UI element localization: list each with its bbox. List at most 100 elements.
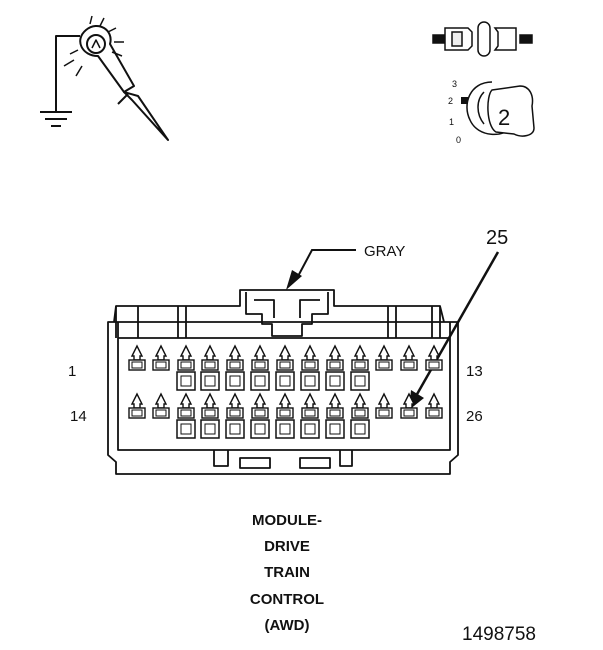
connector-cavities: [128, 344, 443, 439]
cavity-row1-lock-7-inner: [279, 375, 291, 387]
cavity-row1-lock-6: [250, 371, 270, 391]
cavity-row2-26-box: [425, 407, 443, 419]
cavity-row2-24-box: [375, 407, 393, 419]
cavity-row1-8-tip: [303, 344, 317, 361]
cavity-row1-4-tip: [203, 344, 217, 361]
cavity-row2-21-inner: [304, 409, 316, 417]
key-position-label: 2: [498, 105, 510, 130]
cavity-row1-12-inner: [403, 361, 415, 369]
cavity-row2-15-box: [152, 407, 170, 419]
caption-line-3: TRAIN: [264, 564, 310, 581]
cavity-row1-2-tip: [154, 344, 168, 361]
cavity-row2-lock-18: [225, 419, 245, 439]
cavity-row1-7-box: [276, 359, 294, 371]
cavity-row2-lock-22: [325, 419, 345, 439]
cavity-row2-19-inner: [254, 409, 266, 417]
cavity-row1-12-box: [400, 359, 418, 371]
cavity-row2-24-inner: [378, 409, 390, 417]
cavity-row2-25-box: [400, 407, 418, 419]
cavity-row1-3-tip: [179, 344, 193, 361]
cavity-row2-lock-19: [250, 419, 270, 439]
cavity-row1-8-inner: [304, 361, 316, 369]
connector-color-label: GRAY: [364, 243, 405, 260]
cavity-row2-lock-19-inner: [254, 423, 266, 435]
cavity-row1-lock-7: [275, 371, 295, 391]
cavity-row2-20-inner: [279, 409, 291, 417]
ignition-key-icon: 3 2 1 0 2: [448, 79, 535, 145]
cavity-row2-lock-16-inner: [180, 423, 192, 435]
figure-number: 1498758: [462, 624, 536, 645]
cavity-row2-17-tip: [203, 392, 217, 409]
cavity-row1-2-inner: [155, 361, 167, 369]
cavity-row1-lock-9: [325, 371, 345, 391]
cavity-row1-7-inner: [279, 361, 291, 369]
pin-label-26: 26: [466, 408, 483, 425]
cavity-row1-lock-5-inner: [229, 375, 241, 387]
key-scale-3: 3: [452, 79, 457, 89]
cavity-row2-14-tip: [130, 392, 144, 409]
cavity-row1-5-box: [226, 359, 244, 371]
cavity-row1-9-inner: [329, 361, 341, 369]
pin-label-14: 14: [70, 408, 87, 425]
cavity-row1-lock-10-inner: [354, 375, 366, 387]
cavity-row2-14-box: [128, 407, 146, 419]
cavity-row1-1-inner: [131, 361, 143, 369]
cavity-row2-lock-23: [350, 419, 370, 439]
cavity-row2-17-box: [201, 407, 219, 419]
cavity-row2-25-inner: [403, 409, 415, 417]
cavity-row2-19-box: [251, 407, 269, 419]
cavity-row1-13-inner: [428, 361, 440, 369]
cavity-row1-7-tip: [278, 344, 292, 361]
cavity-row1-lock-4: [200, 371, 220, 391]
connector-housing: [107, 289, 459, 475]
cavity-row2-lock-20-inner: [279, 423, 291, 435]
cavity-row2-25-tip: [402, 392, 416, 409]
cavity-row2-24-tip: [377, 392, 391, 409]
cavity-row2-21-box: [301, 407, 319, 419]
cavity-row1-lock-4-inner: [204, 375, 216, 387]
cavity-row1-12-tip: [402, 344, 416, 361]
key-scale-1: 1: [449, 117, 454, 127]
cavity-row2-19-tip: [253, 392, 267, 409]
cavity-row2-26-inner: [428, 409, 440, 417]
cavity-row2-21-tip: [303, 392, 317, 409]
caption-line-4: CONTROL: [250, 591, 324, 608]
cavity-row1-lock-8-inner: [304, 375, 316, 387]
cavity-row1-11-tip: [377, 344, 391, 361]
cavity-row2-lock-16: [176, 419, 196, 439]
cavity-row2-18-tip: [228, 392, 242, 409]
cavity-row1-1-tip: [130, 344, 144, 361]
cavity-row2-22-tip: [328, 392, 342, 409]
disconnected-connector-icon: [432, 21, 533, 57]
cavity-row2-15-inner: [155, 409, 167, 417]
cavity-row1-10-box: [351, 359, 369, 371]
cavity-row2-20-tip: [278, 392, 292, 409]
cavity-row1-lock-10: [350, 371, 370, 391]
cavity-row2-16-box: [177, 407, 195, 419]
cavity-row1-8-box: [301, 359, 319, 371]
cavity-row2-22-inner: [329, 409, 341, 417]
cavity-row1-lock-3: [176, 371, 196, 391]
cavity-row1-11-inner: [378, 361, 390, 369]
pin-label-1: 1: [68, 363, 76, 380]
cavity-row1-10-inner: [354, 361, 366, 369]
cavity-row2-lock-21: [300, 419, 320, 439]
cavity-row1-9-tip: [328, 344, 342, 361]
cavity-row1-lock-8: [300, 371, 320, 391]
test-light-probe-icon: [40, 15, 169, 141]
caption-line-5: (AWD): [265, 617, 310, 634]
cavity-row1-1-box: [128, 359, 146, 371]
caption-line-2: DRIVE: [264, 538, 310, 555]
cavity-row2-20-box: [276, 407, 294, 419]
pin-callout: 25: [409, 227, 508, 410]
cavity-row1-6-tip: [253, 344, 267, 361]
cavity-row2-26-tip: [427, 392, 441, 409]
cavity-row2-16-tip: [179, 392, 193, 409]
cavity-row1-2-box: [152, 359, 170, 371]
cavity-row2-18-box: [226, 407, 244, 419]
cavity-row2-16-inner: [180, 409, 192, 417]
cavity-row1-4-box: [201, 359, 219, 371]
cavity-row1-11-box: [375, 359, 393, 371]
cavity-row2-lock-21-inner: [304, 423, 316, 435]
